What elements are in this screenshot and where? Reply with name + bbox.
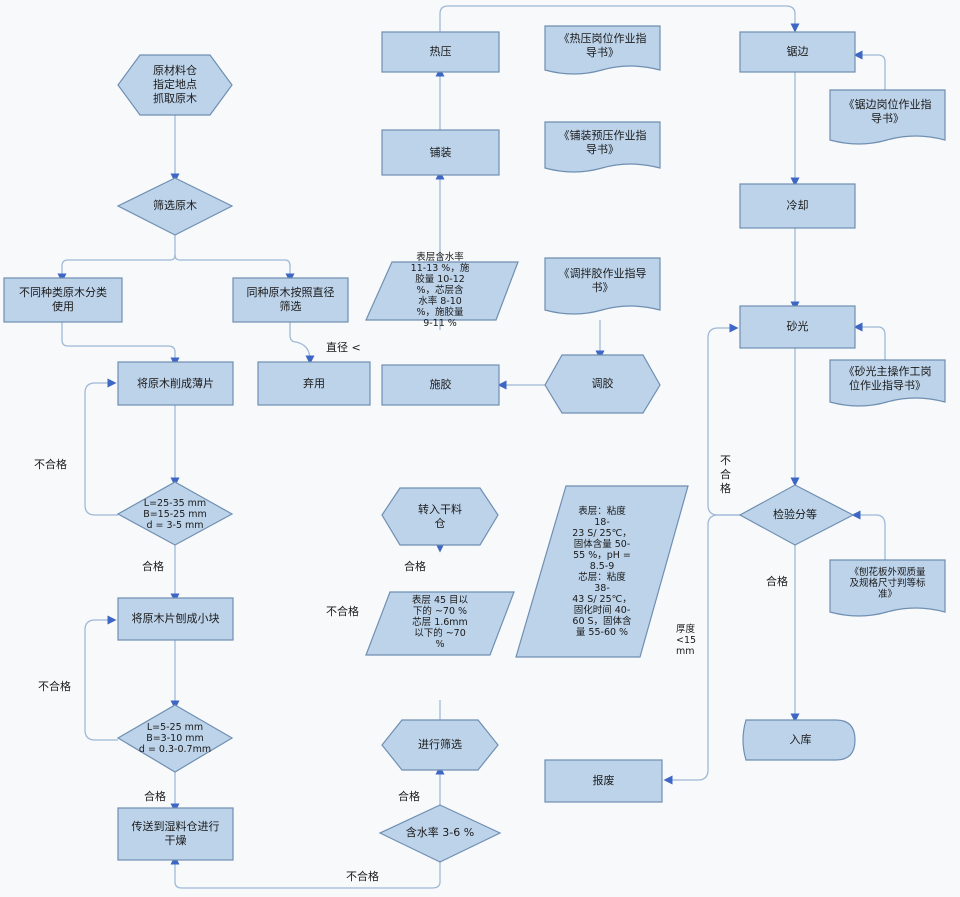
- chip-node: 将原木片刨成小块: [131, 612, 220, 625]
- mixglue-doc-shape: [544, 257, 661, 315]
- wetdry-box-shape: [117, 807, 234, 861]
- classify-box-shape: [3, 277, 123, 323]
- glue-box-shape: [381, 364, 500, 406]
- moisture-decision-shape: [378, 804, 502, 863]
- inspect-doc-node: 《刨花板外观质量 及规格尺寸判等标 准》: [849, 566, 926, 600]
- sand-doc-node: 《砂光主操作工岗 位作业指导书》: [843, 365, 932, 392]
- inspect-fail-label: 不 合 格: [720, 454, 731, 495]
- drybin-hex-shape: [381, 487, 499, 546]
- sand-box-shape: [739, 305, 856, 349]
- cool-node: 冷却: [786, 199, 809, 212]
- connector-sanddoc-to-sand: [853, 322, 886, 360]
- connector-inspect-to-scrap: [663, 514, 740, 785]
- connector-spec1-fail-loop: [84, 378, 118, 516]
- raw-hex-shape: [117, 54, 233, 116]
- sieve-node: 进行筛选: [418, 738, 462, 751]
- fail-label-3: 不合格: [326, 605, 359, 618]
- fail-label-2: 不合格: [38, 680, 71, 693]
- pass-label-3: 合格: [404, 560, 426, 573]
- glue-spec-para-shape: [515, 485, 689, 658]
- slice-node: 将原木削成薄片: [137, 376, 214, 390]
- fail-label-1: 不合格: [34, 458, 67, 471]
- spec1-decision-shape: [116, 481, 234, 546]
- store-terminal-shape: [742, 719, 856, 761]
- connector-classify-to-slice: [61, 322, 180, 367]
- drybin-node: 转入干料 仓: [418, 502, 462, 530]
- mixglue-node: 调胶: [591, 377, 614, 390]
- moisture-spec-para-shape: [365, 261, 519, 321]
- diameter-box-shape: [232, 277, 349, 323]
- edge-doc-shape: [829, 89, 946, 145]
- chip-box-shape: [117, 597, 234, 641]
- connector-spec2-fail-loop: [84, 615, 118, 741]
- mixglue-doc-node: 《调拌胶作业指导 书》: [558, 267, 647, 294]
- moisture-spec-node: 表层含水率 11-13 %，施 胶量 10-12 %，芯层含 水率 8-10 %…: [410, 251, 470, 329]
- sieve-spec-para-shape: [365, 591, 515, 656]
- wetdry-node: 传送到湿料仓进行 干燥: [131, 820, 220, 847]
- connector-screen-to-diameter: [174, 254, 295, 283]
- classify-node: 不同种类原木分类 使用: [19, 286, 107, 313]
- connector-hotpress-to-edge: [439, 5, 800, 33]
- inspect-doc-shape: [829, 559, 946, 617]
- connector-screen-to-classify: [57, 235, 176, 283]
- raw-material-node: 原材料仓 指定地点 抓取原木: [153, 64, 197, 105]
- hotpress-node: 热压: [429, 45, 452, 58]
- edge-doc-node: 《锯边岗位作业指 导书》: [843, 98, 932, 125]
- spec1-node: L=25-35 mm B=15-25 mm d = 3-5 mm: [143, 497, 207, 531]
- inspect-decision-shape: [738, 484, 855, 546]
- fail-label-4: 不合格: [346, 870, 379, 883]
- scrap-node: 报废: [592, 774, 615, 787]
- connector-edgedoc-to-edge: [853, 50, 886, 90]
- sieve-spec-node: 表层 45 目以 下的 ~70 % 芯层 1.6mm 以下的 ~70 %: [411, 594, 469, 650]
- spec2-decision-shape: [116, 704, 234, 773]
- glue-node: 施胶: [429, 378, 452, 391]
- pass-label-1: 合格: [142, 560, 164, 573]
- screen-logs-node: 筛选原木: [153, 199, 197, 212]
- pass-label-2: 合格: [144, 790, 166, 803]
- spec2-node: L=5-25 mm B=3-10 mm d = 0.3-0.7mm: [138, 721, 212, 755]
- edge-node: 锯边: [786, 45, 809, 58]
- paving-box-shape: [381, 129, 500, 176]
- connector-diameter-to-discard: [289, 322, 315, 365]
- hotpress-box-shape: [381, 31, 500, 73]
- inspect-pass-label: 合格: [766, 575, 788, 588]
- store-node: 入库: [789, 733, 812, 746]
- thickness-label: 厚度 <15 mm: [676, 624, 697, 657]
- discard-node: 弃用: [303, 376, 325, 390]
- moisture-check-node: 含水率 3-6 %: [405, 826, 475, 839]
- diameter-lt-label: 直径 <: [326, 341, 361, 354]
- mixglue-hex-shape: [544, 354, 661, 414]
- glue-spec-node: 表层：粘度 18- 23 S/ 25℃， 固体含量 50- 55 %，pH = …: [572, 506, 632, 638]
- paving-node: 铺装: [429, 145, 452, 159]
- cool-box-shape: [739, 183, 856, 229]
- paving-doc-shape: [544, 121, 661, 173]
- slice-box-shape: [117, 361, 234, 406]
- pass-label-4: 合格: [398, 790, 420, 803]
- sand-node: 砂光: [786, 320, 809, 333]
- hotpress-doc-shape: [544, 25, 661, 75]
- inspect-node: 检验分等: [773, 508, 817, 521]
- screen-decision-shape: [116, 177, 234, 236]
- scrap-box-shape: [544, 759, 663, 803]
- sand-doc-shape: [829, 359, 946, 407]
- connector-moisture-fail-to-wetdry: [170, 855, 441, 889]
- hotpress-doc-node: 《热压岗位作业指 导书》: [558, 32, 647, 59]
- connector-inspect-fail-to-sand: [707, 323, 740, 516]
- discard-box-shape: [257, 361, 371, 406]
- connector-inspectdoc-to-inspect: [851, 510, 886, 560]
- edge-box-shape: [739, 31, 856, 73]
- sieve-hex-shape: [381, 719, 499, 771]
- diameter-screen-node: 同种原木按照直径 筛选: [246, 286, 335, 313]
- paving-doc-node: 《铺装预压作业指 导书》: [558, 129, 647, 156]
